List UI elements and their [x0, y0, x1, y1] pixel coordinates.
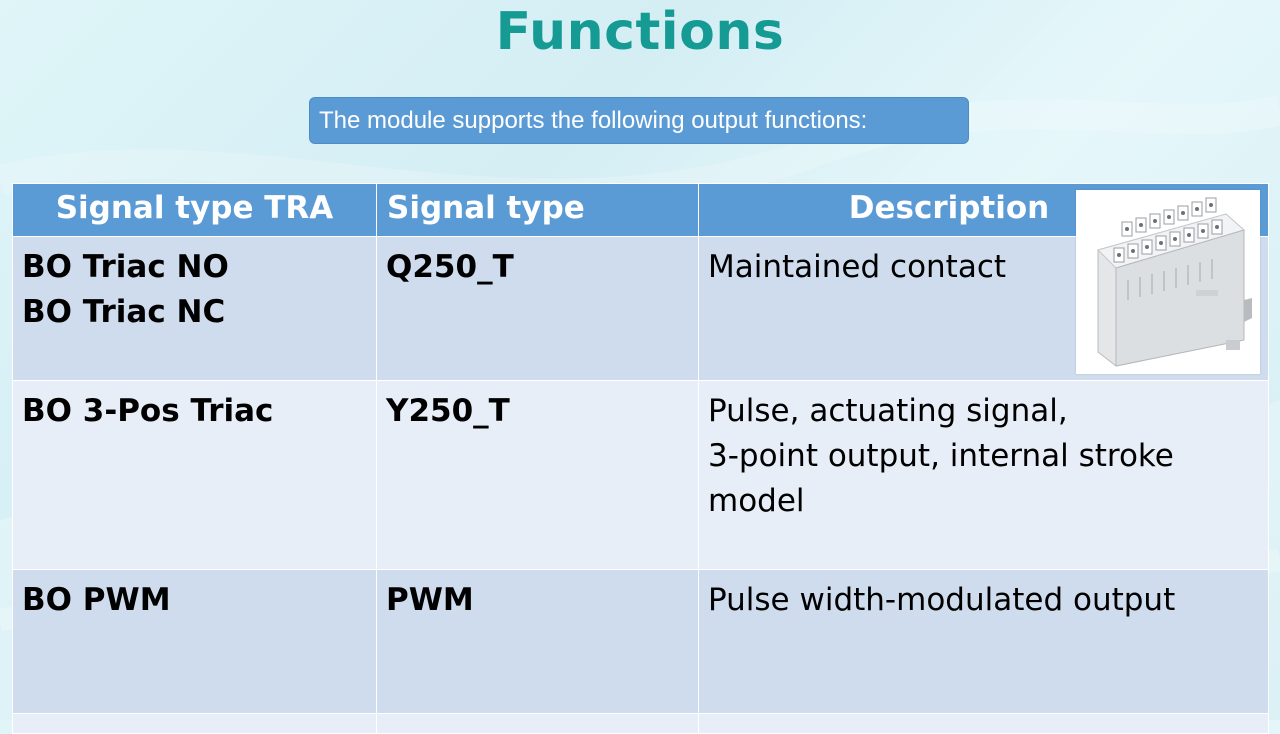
- header-signal-type: Signal type: [376, 183, 699, 237]
- table-row-empty: [12, 713, 1269, 734]
- slide-title: Functions: [495, 2, 785, 62]
- cell-line: model: [708, 483, 805, 519]
- subtitle-text: The module supports the following output…: [319, 107, 868, 134]
- io-module-image: [1097, 197, 1252, 367]
- table-row: BO PWM PWM Pulse width-modulated output: [12, 569, 1269, 714]
- cell-empty: [698, 713, 1269, 734]
- cell-empty: [12, 713, 377, 734]
- cell-description: Pulse, actuating signal, 3-point output,…: [698, 380, 1269, 570]
- cell-line: BO 3-Pos Triac: [22, 393, 274, 429]
- cell-signal-type-tra: BO Triac NO BO Triac NC: [12, 236, 377, 381]
- cell-empty: [376, 713, 699, 734]
- cell-line: 3-point output, internal stroke: [708, 438, 1174, 474]
- cell-line: BO Triac NC: [22, 294, 226, 330]
- cell-signal-type: Y250_T: [376, 380, 699, 570]
- module-photo: [1076, 190, 1260, 374]
- header-signal-type-tra: Signal type TRA: [12, 183, 377, 237]
- cell-line: BO PWM: [22, 582, 171, 618]
- cell-signal-type: Q250_T: [376, 236, 699, 381]
- cell-line: Maintained contact: [708, 249, 1007, 285]
- cell-signal-type: PWM: [376, 569, 699, 714]
- cell-signal-type-tra: BO PWM: [12, 569, 377, 714]
- subtitle-box: The module supports the following output…: [309, 97, 969, 144]
- cell-line: Pulse width-modulated output: [708, 582, 1176, 618]
- cell-line: Pulse, actuating signal,: [708, 393, 1068, 429]
- cell-line: BO Triac NO: [22, 249, 229, 285]
- header-description-label: Description: [848, 190, 1050, 226]
- cell-signal-type-tra: BO 3-Pos Triac: [12, 380, 377, 570]
- cell-description: Pulse width-modulated output: [698, 569, 1269, 714]
- table-row: BO 3-Pos Triac Y250_T Pulse, actuating s…: [12, 380, 1269, 570]
